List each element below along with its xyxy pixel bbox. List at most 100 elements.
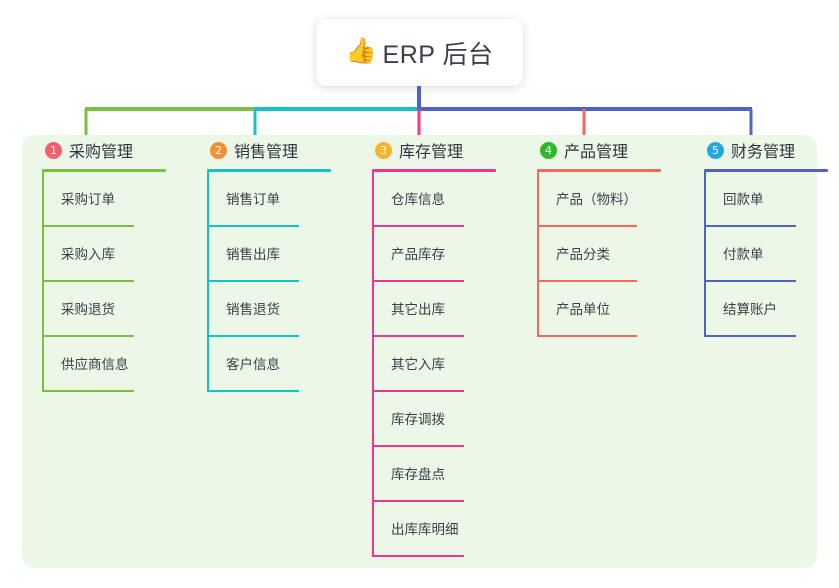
branch-spine-4: [537, 172, 539, 337]
leaf-item-underline: [42, 280, 134, 282]
branch-header-5[interactable]: 5 财务管理: [704, 135, 828, 165]
leaf-item[interactable]: 产品（物料）: [537, 172, 661, 227]
leaf-item[interactable]: 其它出库: [372, 282, 496, 337]
branch-title-1: 采购管理: [69, 144, 134, 161]
branch-badge-3: 3: [375, 141, 392, 159]
branch-spine-1: [42, 172, 44, 392]
leaf-item-label: 客户信息: [226, 356, 280, 372]
leaf-item-underline: [704, 225, 796, 227]
branch-badge-5: 5: [707, 141, 724, 159]
root-node-erp-backend[interactable]: 👍 ERP 后台: [316, 19, 523, 86]
branch-title-3: 库存管理: [399, 144, 464, 161]
leaf-item-label: 采购退货: [61, 301, 115, 317]
leaf-item[interactable]: 付款单: [704, 227, 828, 282]
leaf-item-underline: [372, 335, 464, 337]
leaf-item-label: 其它出库: [391, 301, 445, 317]
branch-title-2: 销售管理: [234, 144, 299, 161]
leaf-item-label: 库存盘点: [391, 466, 445, 482]
branch-title-5: 财务管理: [731, 144, 796, 161]
leaf-item-underline: [704, 335, 796, 337]
branch-items-1: 采购订单采购入库采购退货供应商信息: [42, 172, 166, 392]
leaf-item-label: 仓库信息: [391, 191, 445, 207]
leaf-item[interactable]: 回款单: [704, 172, 828, 227]
leaf-item-label: 采购入库: [61, 246, 115, 262]
leaf-item[interactable]: 客户信息: [207, 337, 331, 392]
leaf-item-underline: [704, 280, 796, 282]
leaf-item-underline: [372, 280, 464, 282]
leaf-item[interactable]: 产品单位: [537, 282, 661, 337]
leaf-item-underline: [372, 500, 464, 502]
leaf-item-underline: [207, 280, 299, 282]
leaf-item-label: 结算账户: [723, 301, 777, 317]
leaf-item[interactable]: 销售出库: [207, 227, 331, 282]
branch-header-3[interactable]: 3 库存管理: [372, 135, 496, 165]
leaf-item-label: 回款单: [723, 191, 764, 207]
leaf-item[interactable]: 结算账户: [704, 282, 828, 337]
leaf-item[interactable]: 库存调拨: [372, 392, 496, 447]
branch-spine-3: [372, 172, 374, 557]
branch-items-2: 销售订单销售出库销售退货客户信息: [207, 172, 331, 392]
branch-items-4: 产品（物料） 产品分类产品单位: [537, 172, 661, 337]
leaf-item[interactable]: 供应商信息: [42, 337, 166, 392]
leaf-item-label: 采购订单: [61, 191, 115, 207]
branch-underline-3: [372, 169, 496, 172]
leaf-item-label: 付款单: [723, 246, 764, 262]
branch-items-5: 回款单付款单结算账户: [704, 172, 828, 337]
branch-underline-4: [537, 169, 661, 172]
leaf-item-label: 供应商信息: [61, 356, 129, 372]
leaf-item-label: 销售出库: [226, 246, 280, 262]
leaf-item[interactable]: 其它入库: [372, 337, 496, 392]
root-node-title: ERP 后台: [382, 40, 494, 69]
branch-header-1[interactable]: 1 采购管理: [42, 135, 166, 165]
leaf-item-label: 产品库存: [391, 246, 445, 262]
leaf-item[interactable]: 库存盘点: [372, 447, 496, 502]
leaf-item-label: 其它入库: [391, 356, 445, 372]
leaf-item-label: 产品（物料）: [556, 191, 637, 207]
branch-items-3: 仓库信息产品库存其它出库其它入库库存调拨库存盘点出库库明细: [372, 172, 496, 557]
leaf-item[interactable]: 采购订单: [42, 172, 166, 227]
branch-column-5: 5 财务管理回款单付款单结算账户: [704, 135, 828, 337]
leaf-item-underline: [372, 225, 464, 227]
branch-spine-5: [704, 172, 706, 337]
thumbs-up-icon: 👍: [345, 36, 377, 65]
branch-header-4[interactable]: 4 产品管理: [537, 135, 661, 165]
branch-underline-1: [42, 169, 166, 172]
leaf-item[interactable]: 出库库明细: [372, 502, 496, 557]
leaf-item-label: 产品分类: [556, 246, 610, 262]
leaf-item-underline: [372, 390, 464, 392]
leaf-item-underline: [207, 335, 299, 337]
branch-spine-2: [207, 172, 209, 392]
branch-title-4: 产品管理: [564, 144, 629, 161]
branch-underline-2: [207, 169, 331, 172]
branch-underline-5: [704, 169, 828, 172]
leaf-item-underline: [207, 390, 299, 392]
leaf-item-underline: [207, 225, 299, 227]
leaf-item[interactable]: 仓库信息: [372, 172, 496, 227]
leaf-item-underline: [537, 335, 637, 337]
leaf-item-underline: [537, 280, 637, 282]
leaf-item-label: 库存调拨: [391, 411, 445, 427]
leaf-item[interactable]: 产品库存: [372, 227, 496, 282]
leaf-item-label: 销售订单: [226, 191, 280, 207]
leaf-item-underline: [42, 390, 134, 392]
leaf-item[interactable]: 销售订单: [207, 172, 331, 227]
leaf-item-underline: [42, 335, 134, 337]
leaf-item[interactable]: 产品分类: [537, 227, 661, 282]
leaf-item-label: 销售退货: [226, 301, 280, 317]
leaf-item[interactable]: 销售退货: [207, 282, 331, 337]
branch-badge-1: 1: [45, 141, 62, 159]
leaf-item-underline: [372, 555, 464, 557]
leaf-item[interactable]: 采购退货: [42, 282, 166, 337]
branch-badge-4: 4: [540, 141, 557, 159]
leaf-item-label: 产品单位: [556, 301, 610, 317]
leaf-item-underline: [42, 225, 134, 227]
leaf-item-label: 出库库明细: [391, 521, 459, 537]
leaf-item-underline: [537, 225, 637, 227]
branch-column-4: 4 产品管理产品（物料） 产品分类产品单位: [537, 135, 661, 337]
branch-column-3: 3 库存管理仓库信息产品库存其它出库其它入库库存调拨库存盘点出库库明细: [372, 135, 496, 557]
leaf-item[interactable]: 采购入库: [42, 227, 166, 282]
